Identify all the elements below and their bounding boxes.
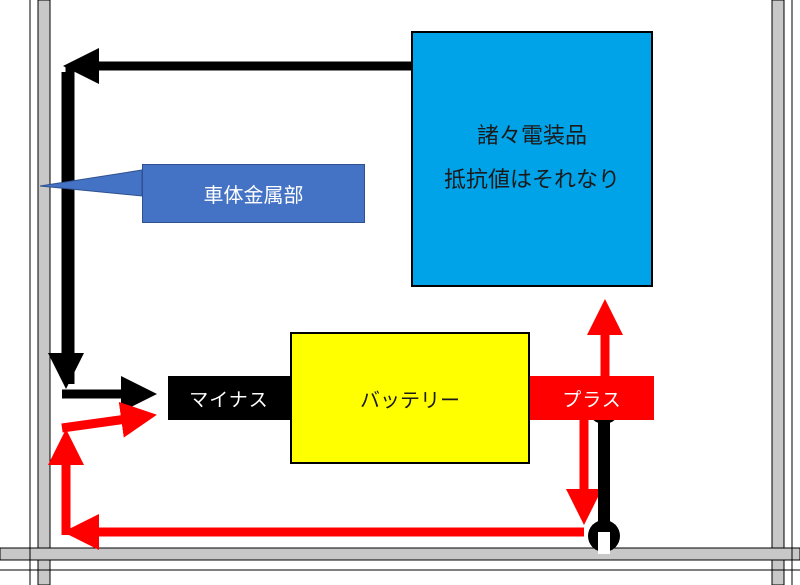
electrical-device-box: 諸々電装品 抵抗値はそれなり: [411, 31, 653, 287]
current-path: [48, 299, 623, 550]
plus-terminal: プラス: [530, 376, 654, 420]
callout-pointer: [39, 169, 143, 197]
ground-path: [48, 48, 412, 412]
device-label-line2: 抵抗値はそれなり: [443, 168, 620, 193]
battery-label: バッテリー: [360, 387, 460, 412]
chassis-label-text: 車体金属部: [203, 183, 304, 207]
minus-label: マイナス: [189, 388, 269, 411]
return-to-minus-arrow: [61, 401, 157, 438]
minus-terminal: マイナス: [168, 376, 290, 420]
chassis-label: 車体金属部: [142, 164, 365, 223]
device-label-line1: 諸々電装品: [476, 124, 587, 149]
battery-box: バッテリー: [290, 332, 530, 464]
plus-label: プラス: [562, 388, 622, 411]
